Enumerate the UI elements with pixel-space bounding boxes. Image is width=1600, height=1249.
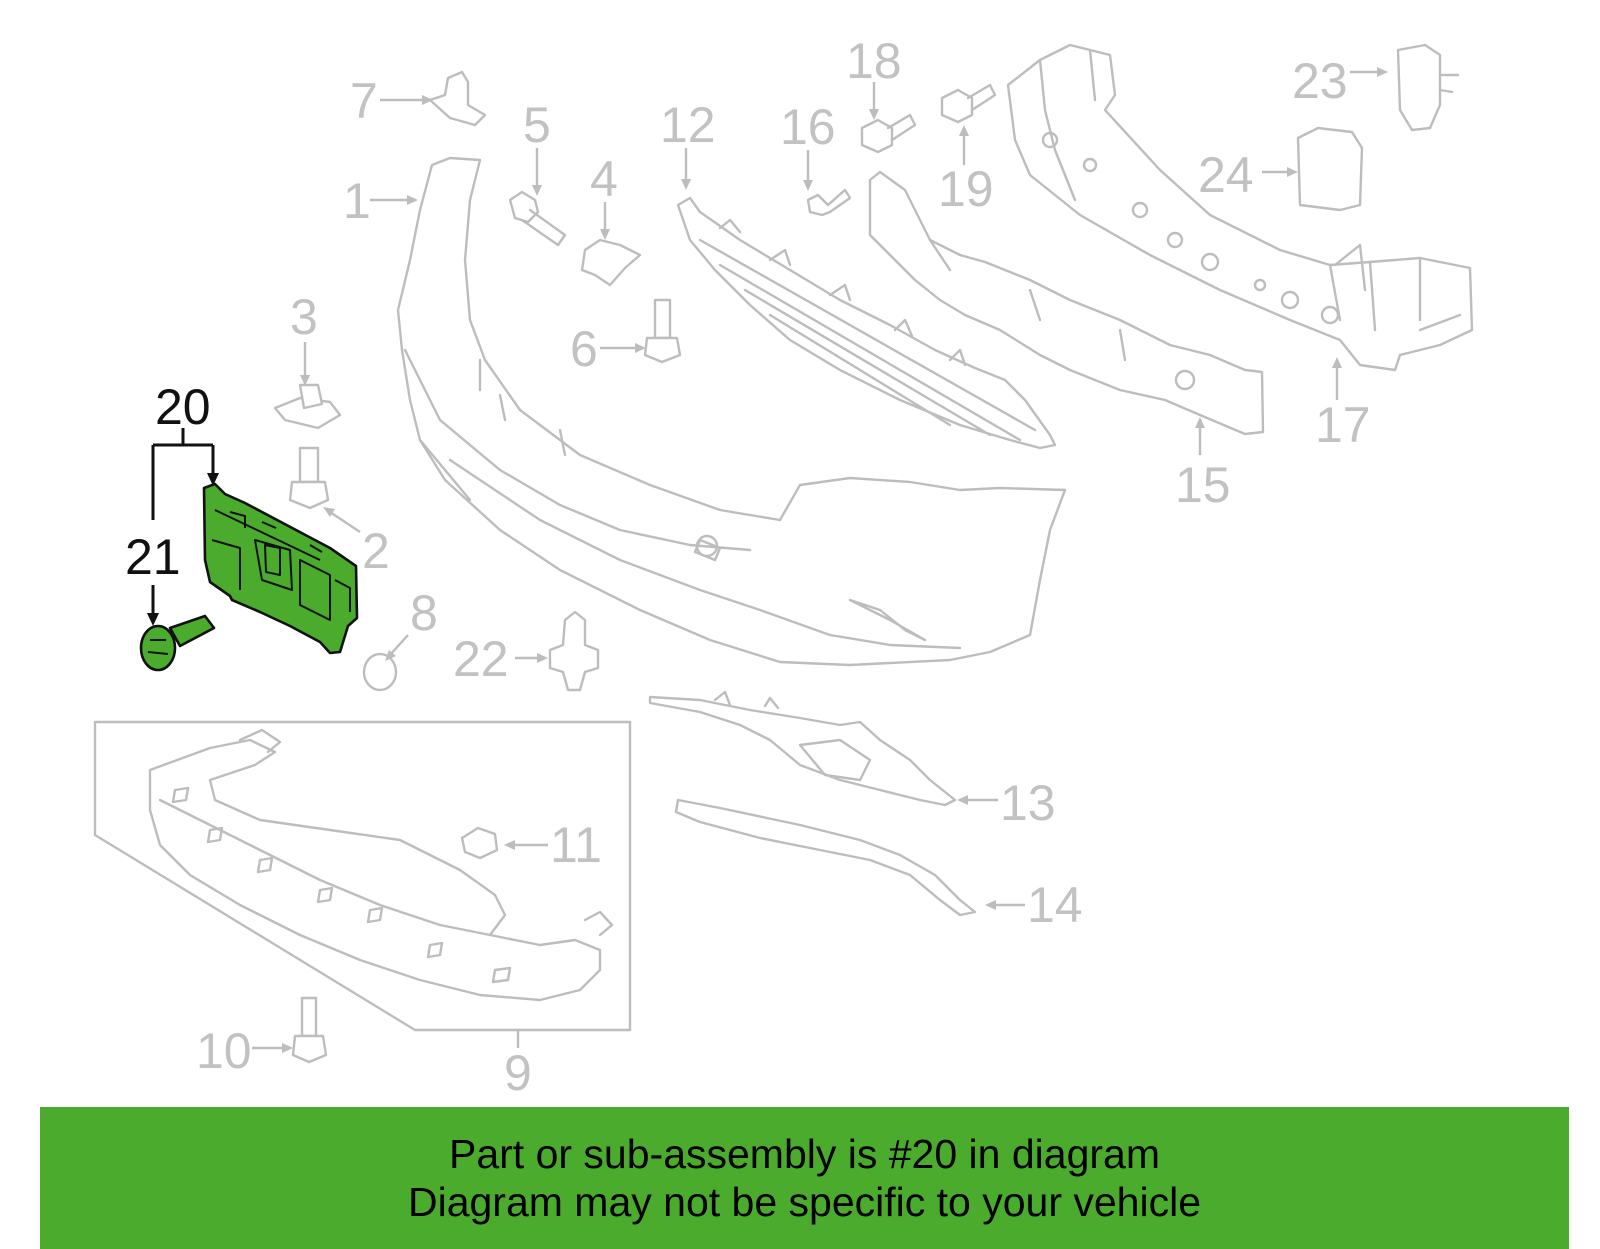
callout-10: 10 [196, 1023, 252, 1079]
grommet-8-icon [362, 652, 398, 692]
callout-arrows-20-21 [147, 428, 219, 626]
sensor-cover-24-icon [1296, 126, 1364, 212]
callout-18: 18 [846, 33, 902, 89]
fog-lamp-bezel [648, 690, 957, 807]
bolt-10-icon [291, 996, 328, 1064]
nut-11-icon [460, 826, 499, 860]
callout-12: 12 [660, 97, 716, 153]
callout-9: 9 [504, 1045, 532, 1101]
clip-22-icon [548, 610, 600, 692]
callout-14: 14 [1027, 877, 1083, 933]
lower-shield-group [93, 720, 632, 1032]
callout-11: 11 [550, 817, 602, 873]
bumper-cover [396, 156, 1067, 667]
callout-21: 21 [125, 529, 181, 585]
info-banner: Part or sub-assembly is #20 in diagram D… [40, 1107, 1569, 1249]
banner-line-1: Part or sub-assembly is #20 in diagram [449, 1131, 1160, 1177]
callout-arrows [252, 67, 1388, 1053]
bracket-4-icon [580, 238, 642, 287]
callout-24: 24 [1198, 147, 1254, 203]
callout-labels: 1 2 3 4 5 6 7 8 9 10 11 12 13 14 15 16 1… [125, 33, 1371, 1101]
callout-13: 13 [1000, 775, 1056, 831]
bolt-2-icon [288, 446, 330, 510]
callout-1: 1 [343, 173, 371, 229]
callout-8: 8 [410, 585, 438, 641]
sensor-23-icon [1396, 43, 1460, 132]
bumper-reinforcement-beam [1006, 43, 1474, 372]
bolt-19-icon [940, 83, 997, 124]
callout-4: 4 [590, 151, 618, 207]
lower-grille [676, 196, 1057, 450]
callout-19: 19 [938, 161, 994, 217]
callout-7: 7 [350, 73, 378, 129]
bolt-18-icon [860, 113, 917, 154]
callout-17: 17 [1315, 397, 1371, 453]
callout-5: 5 [523, 97, 551, 153]
bolt-21-icon [139, 614, 216, 672]
callout-15: 15 [1175, 457, 1231, 513]
bolt-5-icon [508, 190, 567, 247]
license-bracket-20 [202, 482, 359, 655]
energy-absorber [868, 170, 1265, 436]
callout-6: 6 [570, 321, 598, 377]
clip-7-icon [428, 70, 487, 127]
bumper-molding [674, 798, 977, 917]
callout-2: 2 [362, 523, 390, 579]
callout-20: 20 [155, 379, 211, 435]
banner-line-2: Diagram may not be specific to your vehi… [407, 1179, 1201, 1225]
callout-22: 22 [453, 631, 509, 687]
callout-23: 23 [1292, 53, 1348, 109]
nut-3-icon [273, 383, 342, 430]
bolt-6-icon [643, 298, 682, 364]
screw-16-icon [806, 188, 852, 217]
callout-16: 16 [780, 99, 836, 155]
callout-3: 3 [290, 289, 318, 345]
